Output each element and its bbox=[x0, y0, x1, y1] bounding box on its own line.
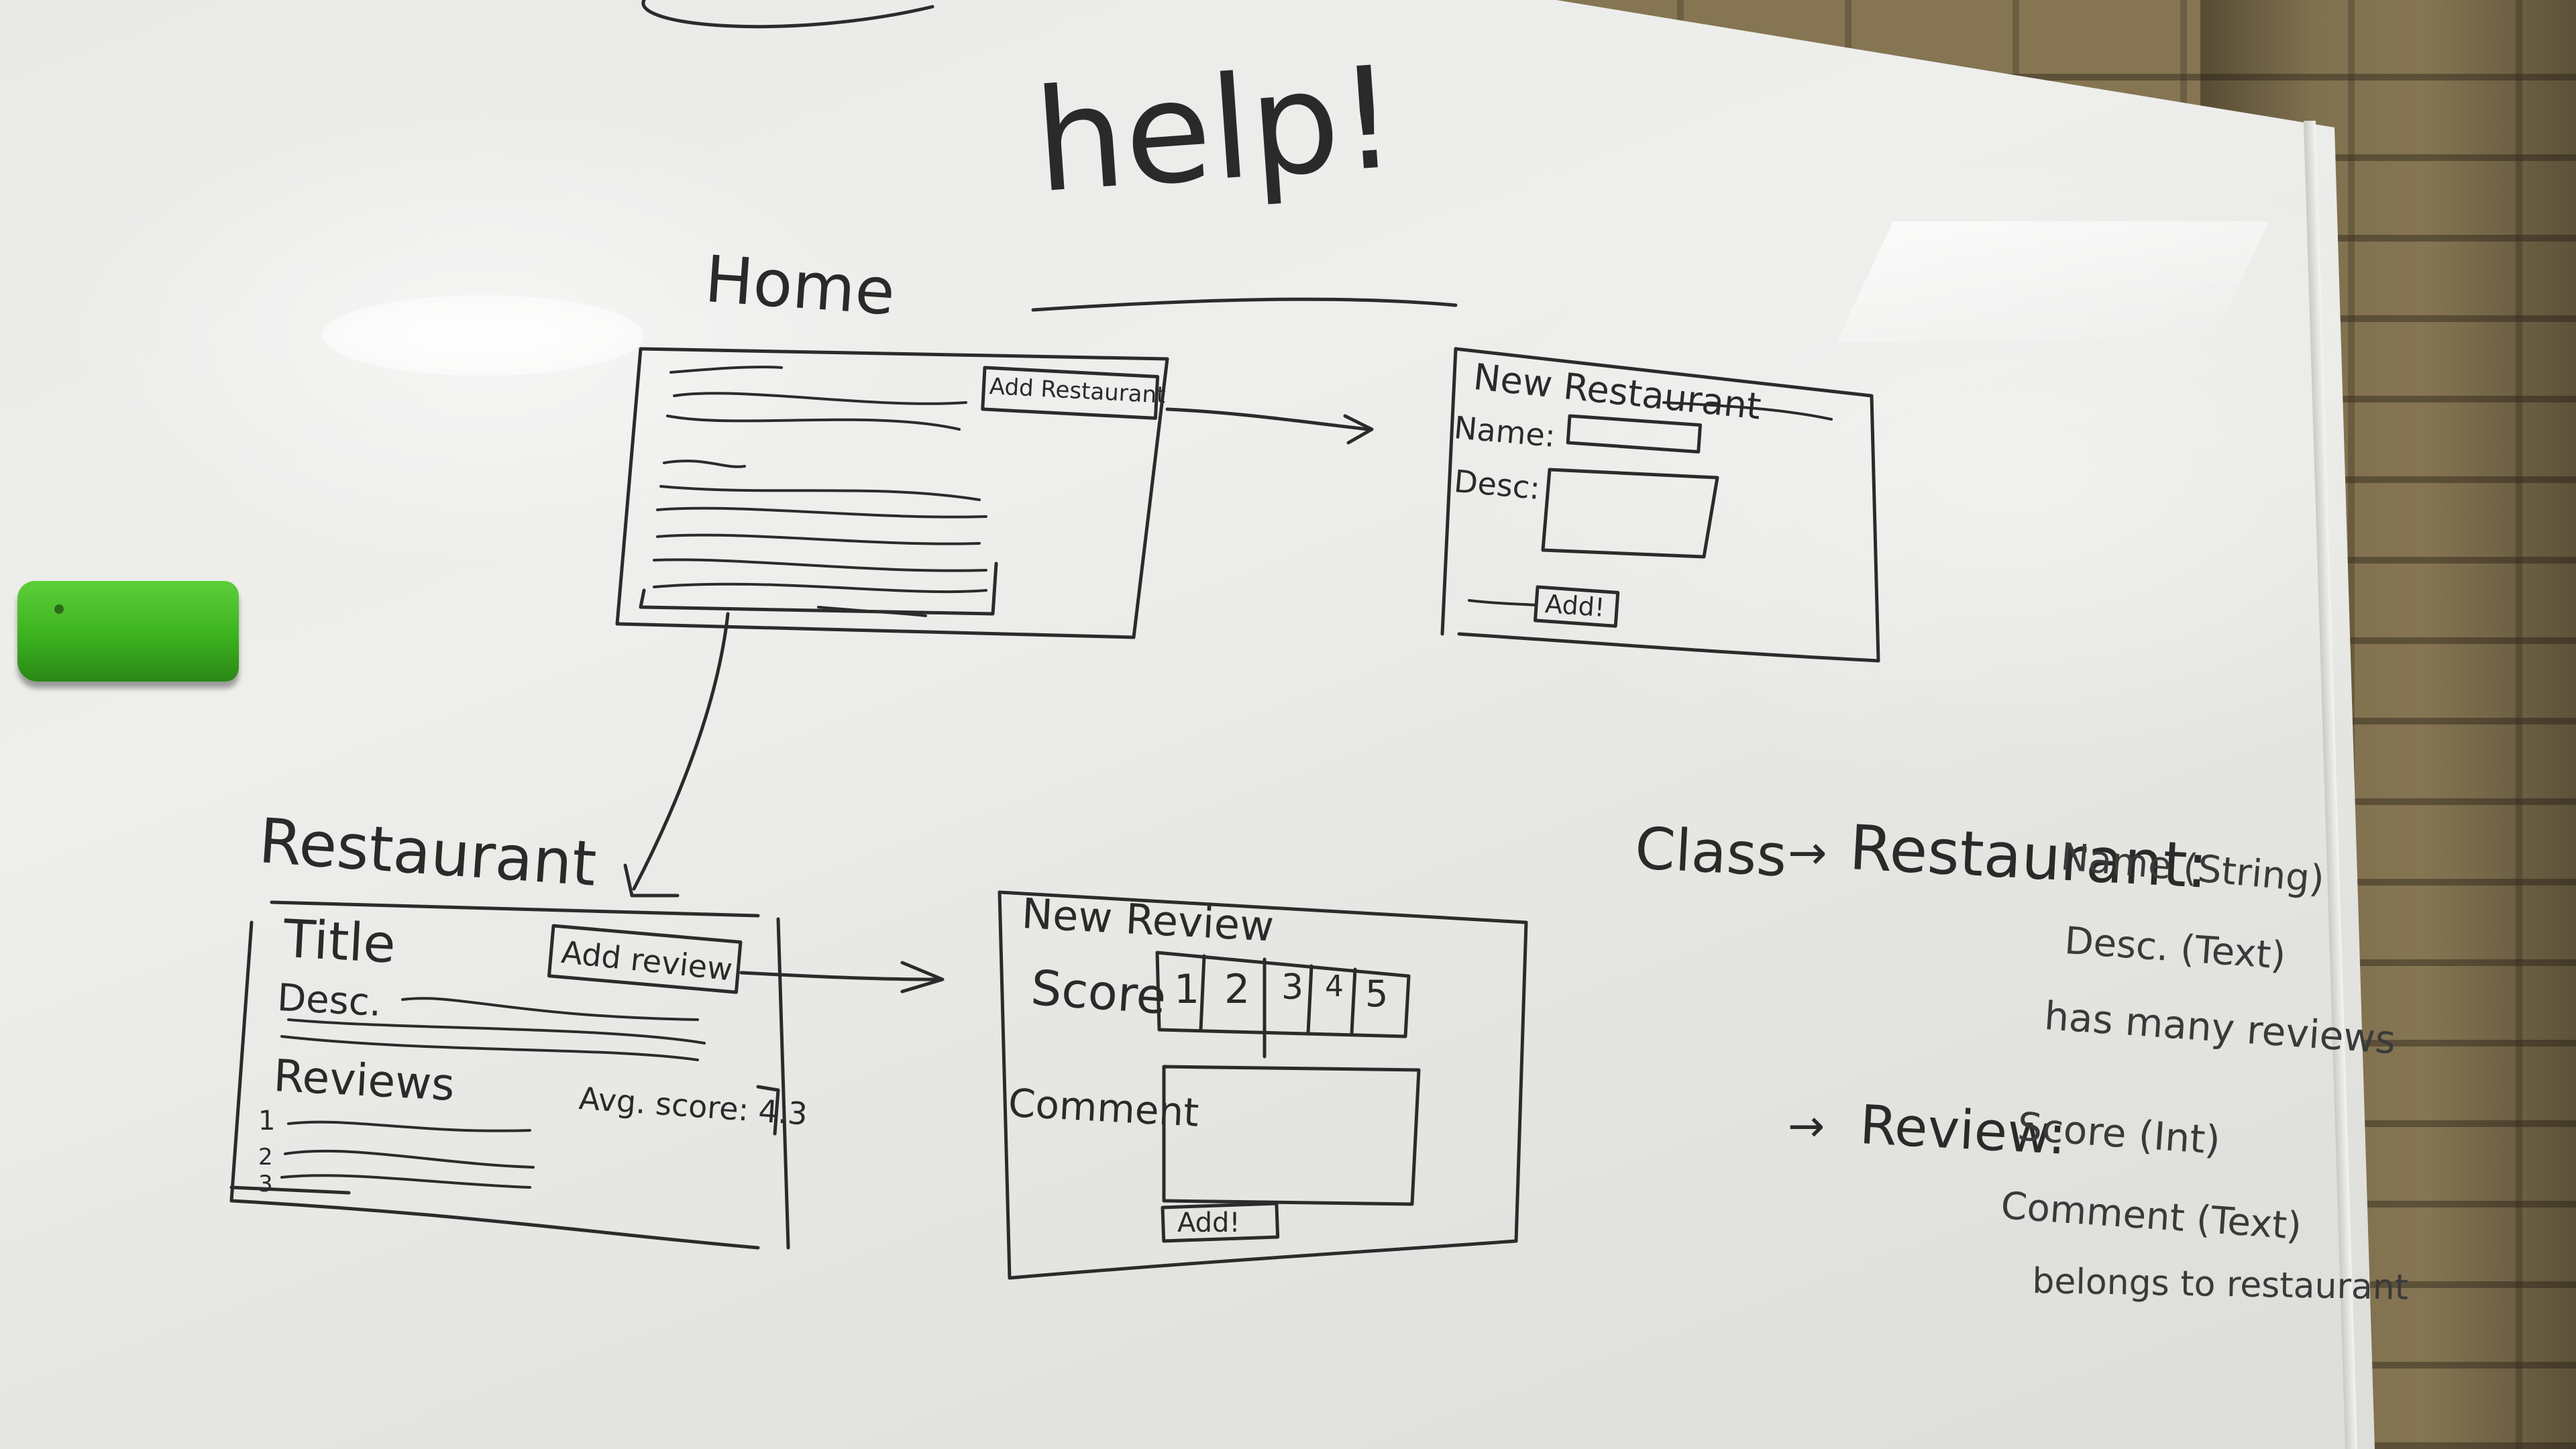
desc-label: Desc: bbox=[1452, 463, 1542, 506]
score-option-4: 4 bbox=[1325, 969, 1344, 1004]
score-label: Score bbox=[1029, 959, 1169, 1025]
home-wireframe bbox=[615, 347, 1169, 639]
score-option-1: 1 bbox=[1174, 966, 1200, 1013]
class-arrow-2: → bbox=[1788, 1100, 1825, 1152]
add-review-submit-sketch: Add! bbox=[1177, 1208, 1240, 1238]
light-reflection bbox=[322, 295, 644, 376]
new-restaurant-wireframe bbox=[1440, 347, 1880, 663]
new-review-wireframe bbox=[998, 890, 1528, 1280]
score-option-2: 2 bbox=[1224, 966, 1250, 1013]
class-label: Class bbox=[1633, 815, 1788, 890]
help-heading: help! bbox=[1030, 35, 1401, 225]
review-field-belongs-to: belongs to restaurant bbox=[2031, 1261, 2409, 1308]
review-number-2: 2 bbox=[258, 1144, 273, 1171]
review-number-3: 3 bbox=[258, 1171, 273, 1197]
review-number-1: 1 bbox=[258, 1106, 276, 1136]
score-option-5: 5 bbox=[1365, 973, 1389, 1015]
restaurant-desc-label: Desc. bbox=[276, 976, 383, 1026]
class-arrow-1: → bbox=[1788, 825, 1827, 880]
reviews-label: Reviews bbox=[272, 1050, 456, 1112]
score-option-3: 3 bbox=[1281, 967, 1304, 1008]
restaurant-page-title: Title bbox=[282, 909, 397, 975]
whiteboard-eraser bbox=[17, 581, 239, 682]
add-button-sketch: Add! bbox=[1544, 589, 1606, 623]
home-title: Home bbox=[702, 241, 898, 330]
